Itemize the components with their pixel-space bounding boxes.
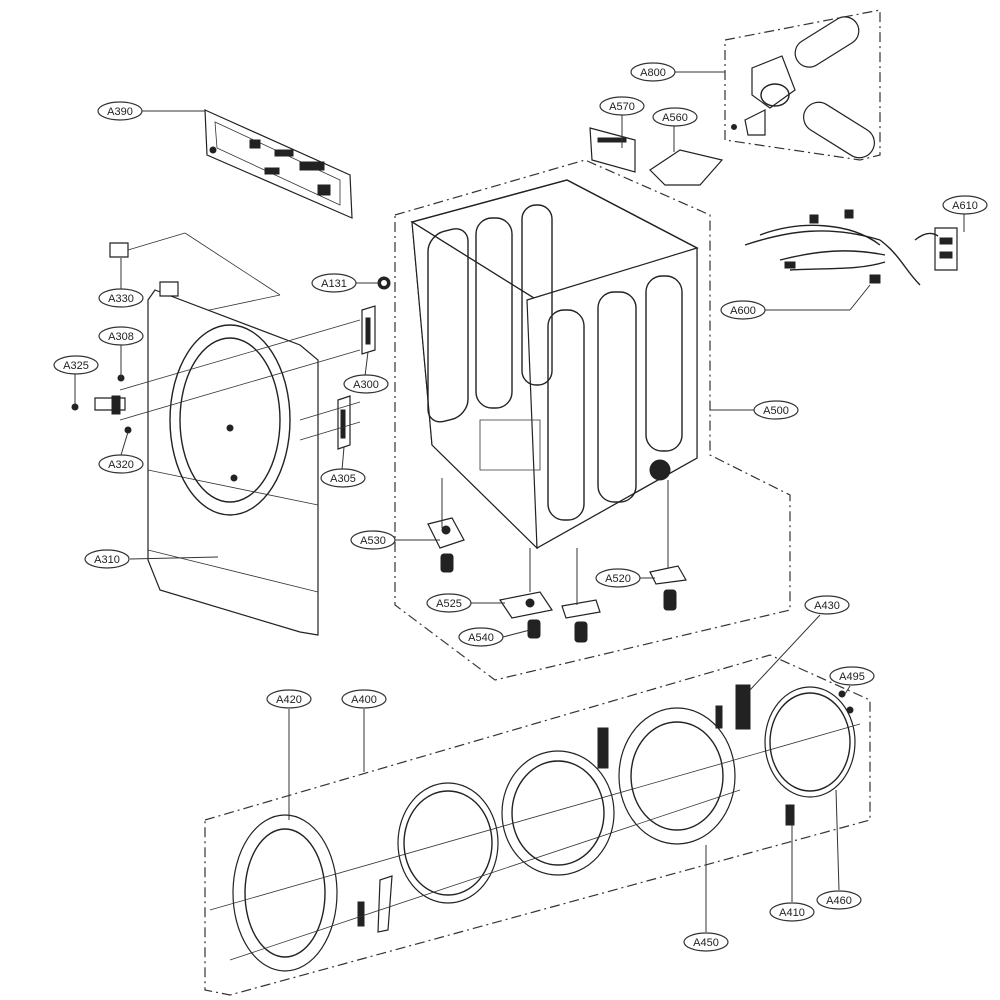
callout-label: A330: [108, 293, 134, 305]
callout-A525: A525: [426, 593, 472, 613]
callout-A325: A325: [53, 355, 99, 375]
callout-label: A610: [952, 200, 978, 212]
callout-label: A520: [605, 573, 631, 585]
callout-label: A325: [63, 360, 89, 372]
callout-label: A308: [108, 331, 134, 343]
door-group-outline: [204, 654, 871, 996]
callout-A600: A600: [720, 300, 766, 320]
callout-A800: A800: [630, 62, 676, 82]
callout-A400: A400: [341, 689, 387, 709]
callout-A131: A131: [311, 273, 357, 293]
callout-label: A530: [360, 535, 386, 547]
callout-A410: A410: [769, 902, 815, 922]
callout-A320: A320: [98, 454, 144, 474]
callout-label: A320: [108, 459, 134, 471]
callout-label: A800: [640, 67, 666, 79]
callout-label: A495: [839, 671, 865, 683]
callout-label: A500: [763, 405, 789, 417]
cabinet-group-outline: [394, 159, 791, 681]
callout-label: A410: [779, 907, 805, 919]
front-brackets-part: [300, 306, 375, 449]
door-switch-part: [110, 233, 280, 312]
callout-A308: A308: [98, 326, 144, 346]
callout-label: A390: [107, 106, 133, 118]
callout-A460: A460: [816, 890, 862, 910]
callout-label: A430: [814, 600, 840, 612]
front-panel-part: [148, 282, 318, 635]
door-assembly-part: [210, 685, 860, 971]
callout-A500: A500: [753, 400, 799, 420]
callout-A420: A420: [266, 689, 312, 709]
callout-A560: A560: [652, 107, 698, 127]
callout-label: A540: [468, 632, 494, 644]
callout-label: A525: [436, 598, 462, 610]
callout-A495: A495: [829, 666, 875, 686]
callout-label: A305: [330, 473, 356, 485]
callout-label: A310: [94, 554, 120, 566]
callout-label: A131: [321, 278, 347, 290]
callout-A300: A300: [343, 374, 389, 394]
callout-A570: A570: [599, 96, 645, 116]
callout-label: A560: [662, 112, 688, 124]
callout-A450: A450: [683, 932, 729, 952]
callout-A520: A520: [595, 568, 641, 588]
callout-A540: A540: [458, 627, 504, 647]
wire-harness-part: [745, 210, 957, 285]
callout-A530: A530: [350, 530, 396, 550]
leg-brackets-part: [428, 518, 686, 642]
callout-A330: A330: [98, 288, 144, 308]
hinge-screws-part: [71, 320, 360, 434]
callout-label: A450: [693, 937, 719, 949]
callout-A610: A610: [942, 195, 988, 215]
duct-assembly-part: [731, 12, 881, 164]
callout-label: A570: [609, 101, 635, 113]
callout-label: A420: [276, 694, 302, 706]
callout-A390: A390: [97, 101, 143, 121]
sensor-parts: [590, 128, 722, 185]
callout-label: A460: [826, 895, 852, 907]
leader-lines: [74, 71, 965, 932]
callout-A430: A430: [804, 595, 850, 615]
control-pcb-part: [205, 110, 352, 218]
callout-label: A400: [351, 694, 377, 706]
callout-A310: A310: [84, 549, 130, 569]
cabinet-part: [412, 180, 697, 548]
callout-label: A300: [353, 379, 379, 391]
callout-label: A600: [730, 305, 756, 317]
callout-A305: A305: [320, 468, 366, 488]
